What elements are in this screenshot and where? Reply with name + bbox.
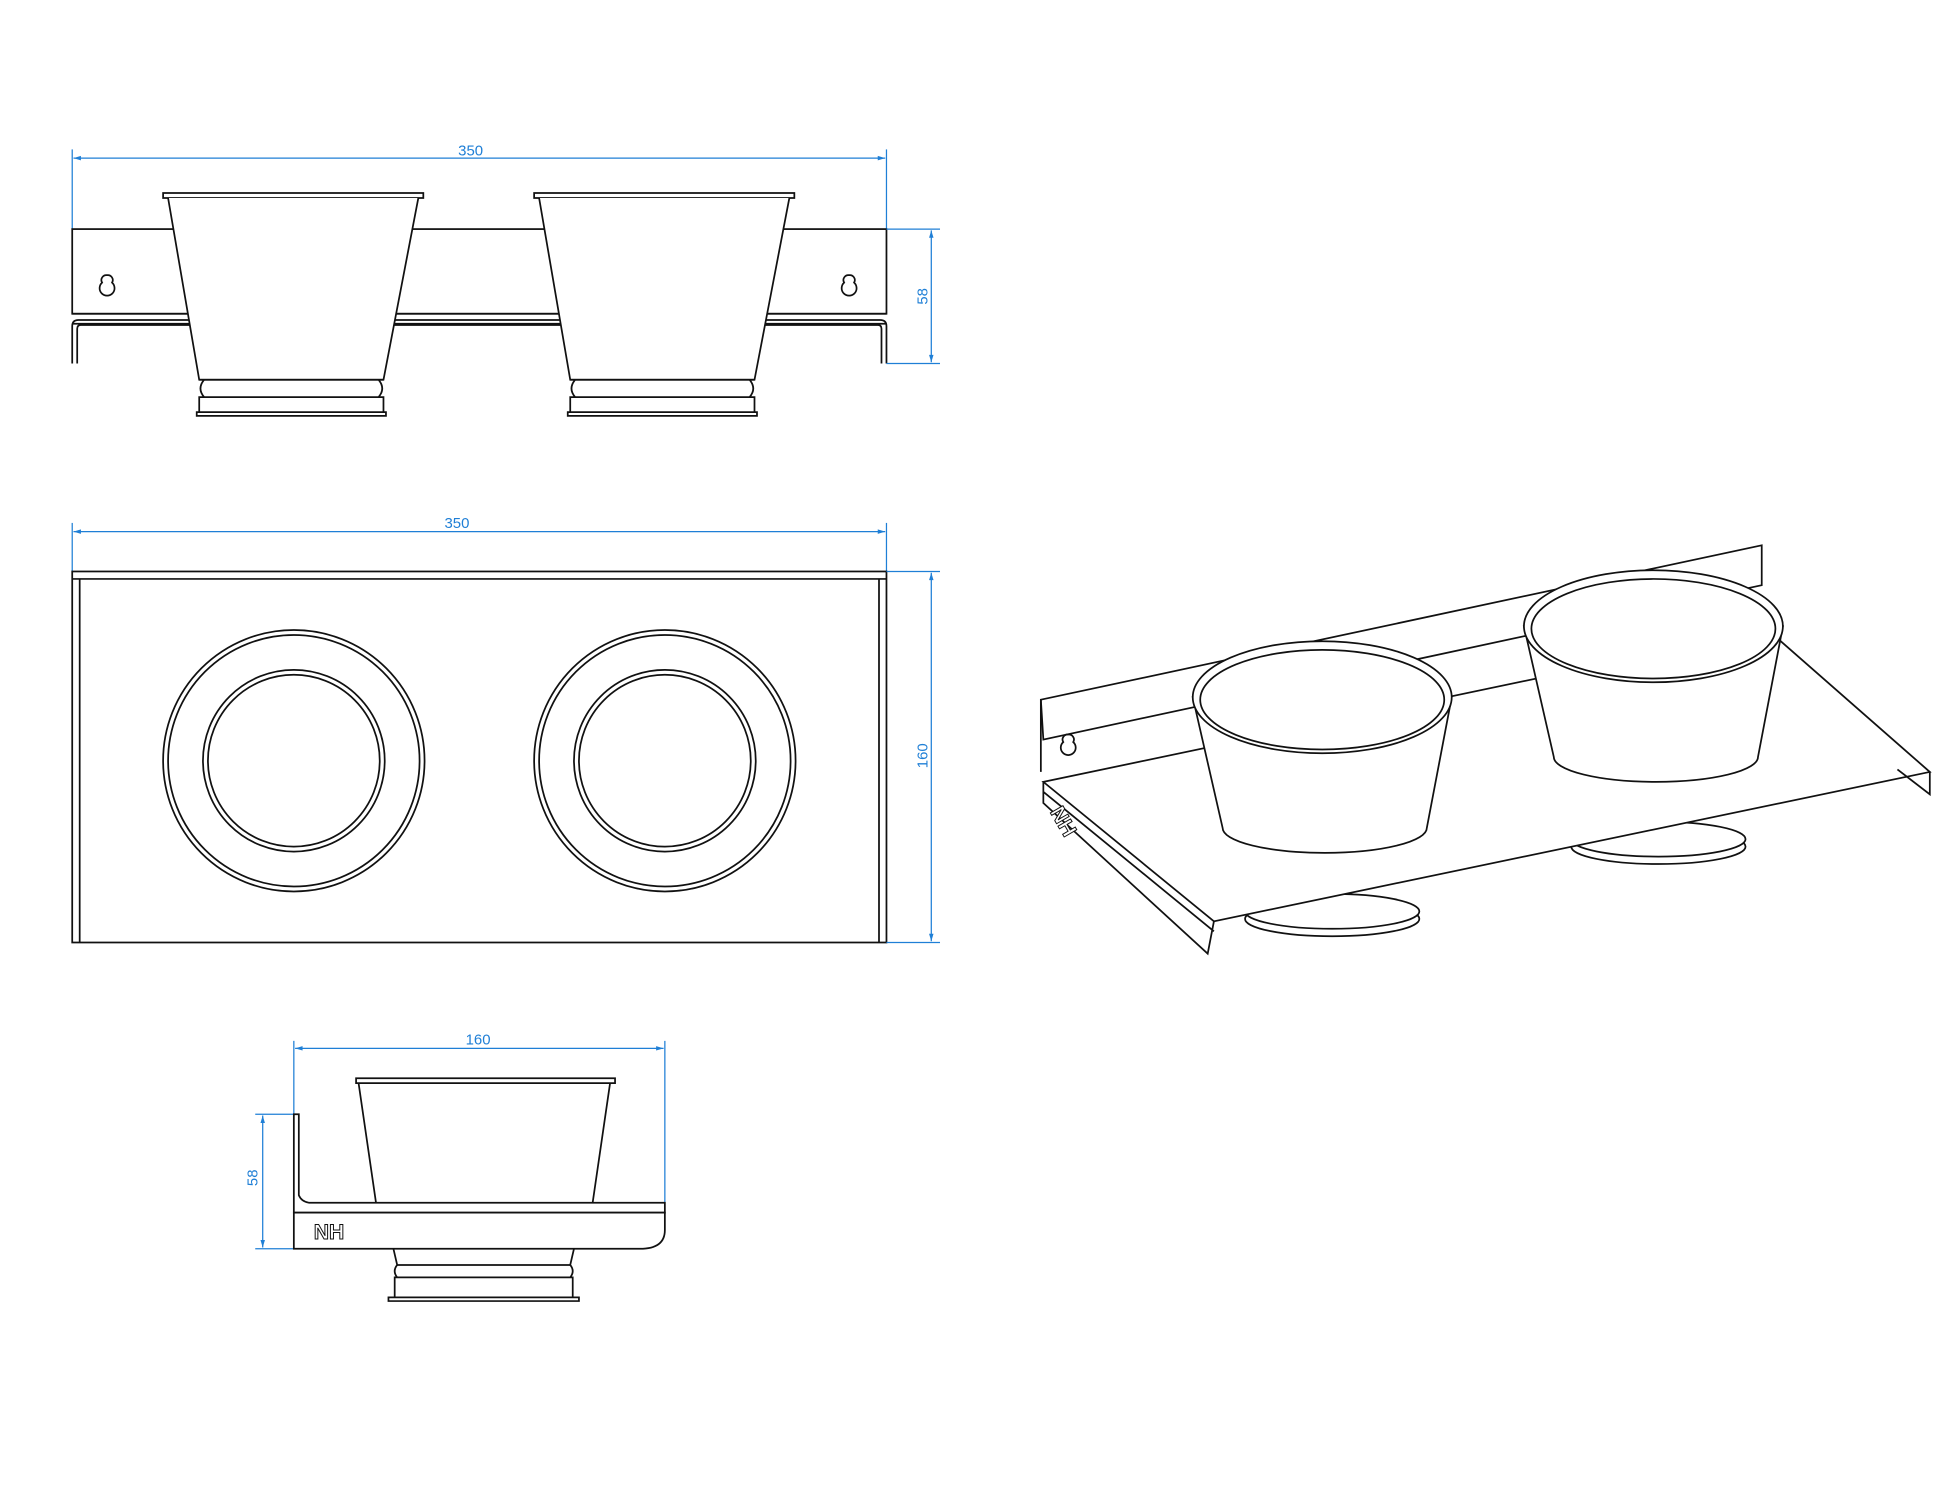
height-dimension-label: 58 <box>915 288 932 305</box>
height-dimension-label: 58 <box>245 1169 262 1186</box>
cup-left <box>1191 640 1453 854</box>
iso-view: NH <box>1039 544 1932 956</box>
front-view: 350 58 <box>71 143 941 417</box>
width-dimension-label: 350 <box>458 143 483 160</box>
depth-dimension-label: 160 <box>915 743 932 768</box>
shelf-plan <box>71 570 888 944</box>
depth-dimension-label: 160 <box>466 1032 491 1049</box>
shelf-edge <box>71 312 888 364</box>
back-plate <box>292 1113 666 1214</box>
keyhole-icon <box>1059 733 1077 756</box>
cup-left <box>162 192 425 417</box>
cup-right <box>533 192 796 417</box>
nh-logo: NH <box>314 1221 345 1244</box>
width-dimension-label: 350 <box>444 515 469 532</box>
side-view: 160 58 NH <box>245 1032 666 1302</box>
cup-right <box>1522 569 1784 783</box>
shelf-edge <box>292 1211 666 1250</box>
cup-ring-right <box>533 629 797 893</box>
cup-ring-left <box>162 629 426 893</box>
top-view: 350 160 <box>71 515 941 944</box>
